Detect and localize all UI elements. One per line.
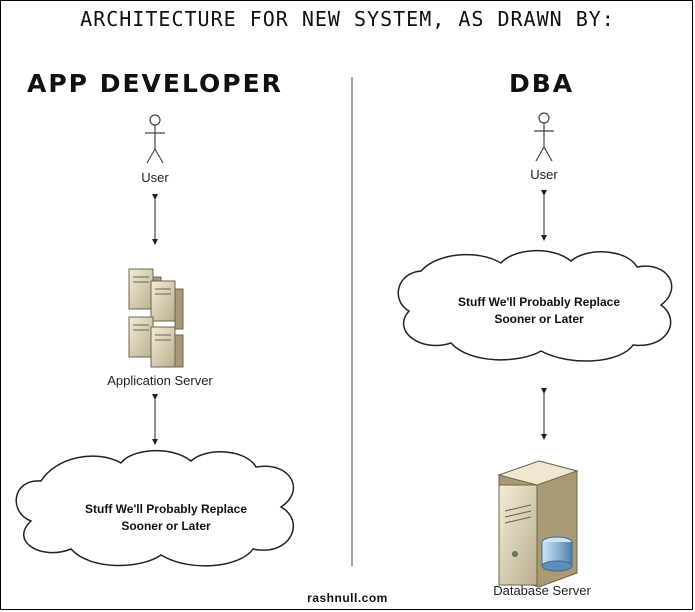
user-icon bbox=[145, 114, 165, 164]
cloud-shape bbox=[15, 450, 294, 567]
cloud-line-1: Stuff We'll Probably Replace bbox=[458, 295, 620, 309]
cloud-line-1: Stuff We'll Probably Replace bbox=[85, 502, 247, 516]
dba-heading: DBA bbox=[509, 69, 575, 98]
page-title: Architecture for new system, as drawn by… bbox=[80, 7, 615, 31]
cloud-line-2: Sooner or Later bbox=[494, 312, 584, 326]
user-label: User bbox=[141, 170, 169, 185]
cloud-line-2: Sooner or Later bbox=[121, 519, 211, 533]
cloud-shape bbox=[397, 250, 673, 362]
app-developer-heading: APP DEVELOPER bbox=[27, 69, 283, 98]
footer-credit: rashnull.com bbox=[307, 591, 388, 605]
user-icon bbox=[534, 112, 554, 162]
cloud-label: Stuff We'll Probably Replace Sooner or L… bbox=[41, 501, 291, 535]
database-server-label: Database Server bbox=[493, 583, 591, 598]
cloud-label: Stuff We'll Probably Replace Sooner or L… bbox=[408, 294, 670, 328]
application-server-icon bbox=[128, 268, 184, 368]
user-label: User bbox=[530, 167, 558, 182]
application-server-label: Application Server bbox=[107, 373, 213, 388]
database-server-icon bbox=[497, 460, 579, 588]
